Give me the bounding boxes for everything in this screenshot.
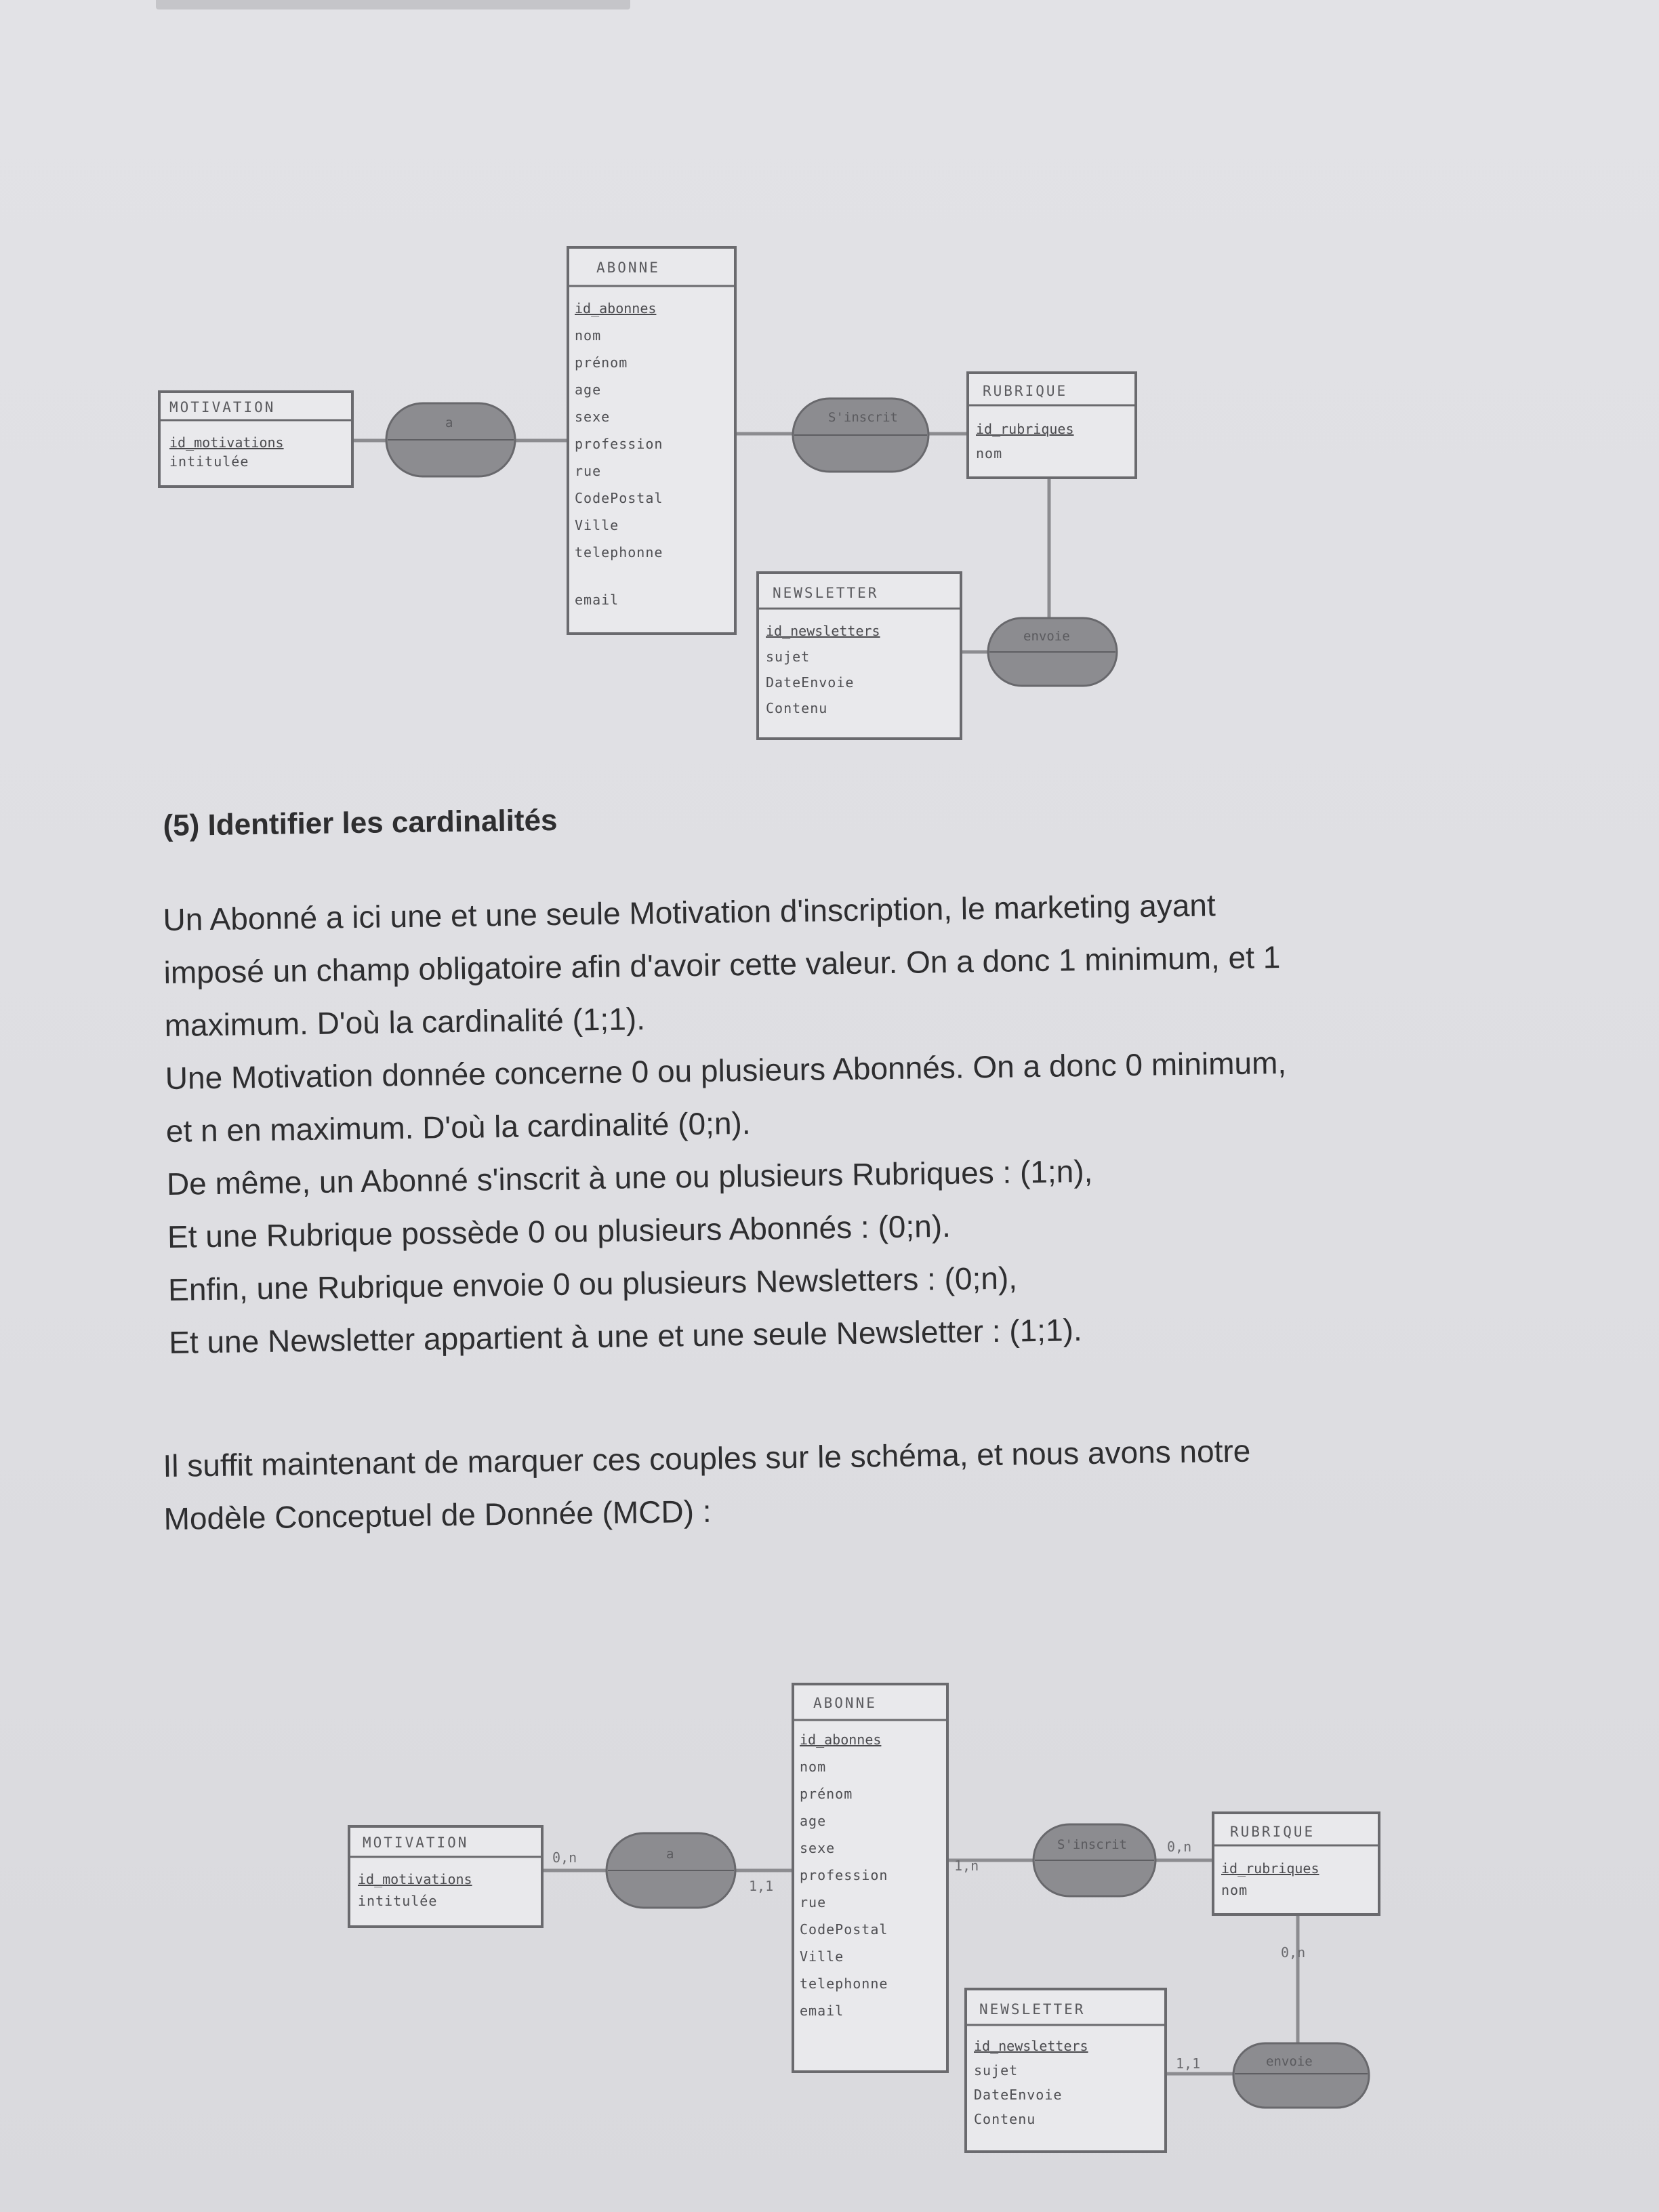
- entity-title: RUBRIQUE: [983, 383, 1067, 399]
- cardinality-label: 1,1: [749, 1878, 773, 1894]
- entity-attribute: nom: [800, 1759, 826, 1775]
- entity-attribute: CodePostal: [575, 490, 663, 506]
- entity-abonne: ABONNE id_abonnes nom prénom age sexe pr…: [792, 1683, 949, 2073]
- association-label: S'inscrit: [1057, 1837, 1127, 1852]
- entity-key: id_newsletters: [974, 2038, 1088, 2054]
- entity-attribute: intitulée: [169, 453, 249, 470]
- association-a: a: [605, 1832, 737, 1909]
- entity-attribute: Contenu: [974, 2111, 1036, 2127]
- cardinality-label: 1,1: [1176, 2055, 1200, 2072]
- entity-title: NEWSLETTER: [773, 585, 878, 601]
- entity-attribute: sexe: [800, 1840, 835, 1856]
- entity-title: ABONNE: [813, 1695, 877, 1711]
- cardinality-label: 0,n: [1281, 1944, 1305, 1961]
- entity-attribute: age: [575, 382, 601, 398]
- cropped-header-text: [156, 0, 630, 9]
- section-title: (5) Identifier les cardinalités: [163, 803, 558, 842]
- entity-abonne: ABONNE id_abonnes nom prénom age sexe pr…: [567, 246, 737, 635]
- entity-title: MOTIVATION: [363, 1835, 468, 1851]
- mcd-diagram-draft: MOTIVATION id_motivations intitulée a AB…: [158, 246, 1137, 740]
- entity-key: id_newsletters: [766, 623, 880, 639]
- entity-attribute: Ville: [800, 1948, 844, 1965]
- entity-key: id_rubriques: [1221, 1860, 1319, 1877]
- association-label: envoie: [1023, 629, 1070, 644]
- association-sinscrit: S'inscrit: [1032, 1823, 1157, 1898]
- entity-attribute: profession: [575, 436, 663, 452]
- entity-attribute: email: [575, 592, 619, 608]
- entity-key: id_motivations: [358, 1871, 472, 1887]
- cardinality-label: 0,n: [552, 1849, 577, 1866]
- entity-attribute: sujet: [974, 2062, 1018, 2078]
- entity-attribute: prénom: [575, 354, 628, 371]
- association-envoie: envoie: [1232, 2042, 1370, 2109]
- entity-attribute: rue: [800, 1894, 826, 1910]
- association-label: envoie: [1266, 2054, 1313, 2069]
- entity-motivation: MOTIVATION id_motivations intitulée: [158, 390, 354, 488]
- entity-attribute: intitulée: [358, 1893, 437, 1909]
- entity-attribute: DateEnvoie: [766, 674, 854, 691]
- association-label: a: [666, 1847, 674, 1862]
- entity-newsletter: NEWSLETTER id_newsletters sujet DateEnvo…: [756, 571, 962, 740]
- entity-title: ABONNE: [596, 260, 660, 276]
- cardinality-explanation: Un Abonné a ici une et une seule Motivat…: [163, 874, 1525, 1369]
- association-envoie: envoie: [987, 617, 1118, 687]
- mcd-diagram-final: MOTIVATION id_motivations intitulée 0,n …: [348, 1683, 1380, 2153]
- entity-attribute: email: [800, 2003, 844, 2019]
- entity-rubrique: RUBRIQUE id_rubriques nom: [1212, 1811, 1380, 1916]
- association-label: S'inscrit: [828, 410, 898, 425]
- entity-attribute: nom: [575, 327, 601, 344]
- entity-attribute: DateEnvoie: [974, 2087, 1062, 2103]
- entity-attribute: CodePostal: [800, 1921, 888, 1938]
- entity-attribute: telephonne: [575, 544, 663, 560]
- entity-key: id_motivations: [169, 434, 284, 451]
- entity-key: id_rubriques: [976, 421, 1074, 437]
- entity-attribute: nom: [976, 445, 1002, 462]
- association-sinscrit: S'inscrit: [792, 397, 930, 473]
- entity-rubrique: RUBRIQUE id_rubriques nom: [966, 371, 1137, 479]
- entity-attribute: age: [800, 1813, 826, 1829]
- entity-attribute: prénom: [800, 1786, 853, 1802]
- entity-attribute: sexe: [575, 409, 610, 425]
- entity-title: RUBRIQUE: [1230, 1824, 1315, 1840]
- entity-key: id_abonnes: [800, 1732, 881, 1748]
- entity-attribute: nom: [1221, 1882, 1248, 1898]
- entity-title: MOTIVATION: [169, 399, 275, 415]
- association-label: a: [445, 415, 453, 430]
- entity-title: NEWSLETTER: [979, 2001, 1085, 2018]
- entity-attribute: profession: [800, 1867, 888, 1883]
- entity-attribute: sujet: [766, 649, 810, 665]
- cardinality-label: 1,n: [954, 1858, 979, 1874]
- entity-attribute: Ville: [575, 517, 619, 533]
- entity-key: id_abonnes: [575, 300, 656, 316]
- entity-motivation: MOTIVATION id_motivations intitulée: [348, 1825, 544, 1928]
- entity-attribute: rue: [575, 463, 601, 479]
- association-a: a: [385, 402, 516, 478]
- entity-newsletter: NEWSLETTER id_newsletters sujet DateEnvo…: [964, 1988, 1167, 2153]
- entity-attribute: telephonne: [800, 1975, 888, 1992]
- cardinality-label: 0,n: [1167, 1839, 1191, 1855]
- entity-attribute: Contenu: [766, 700, 827, 716]
- conclusion-paragraph: Il suffit maintenant de marquer ces coup…: [163, 1420, 1519, 1545]
